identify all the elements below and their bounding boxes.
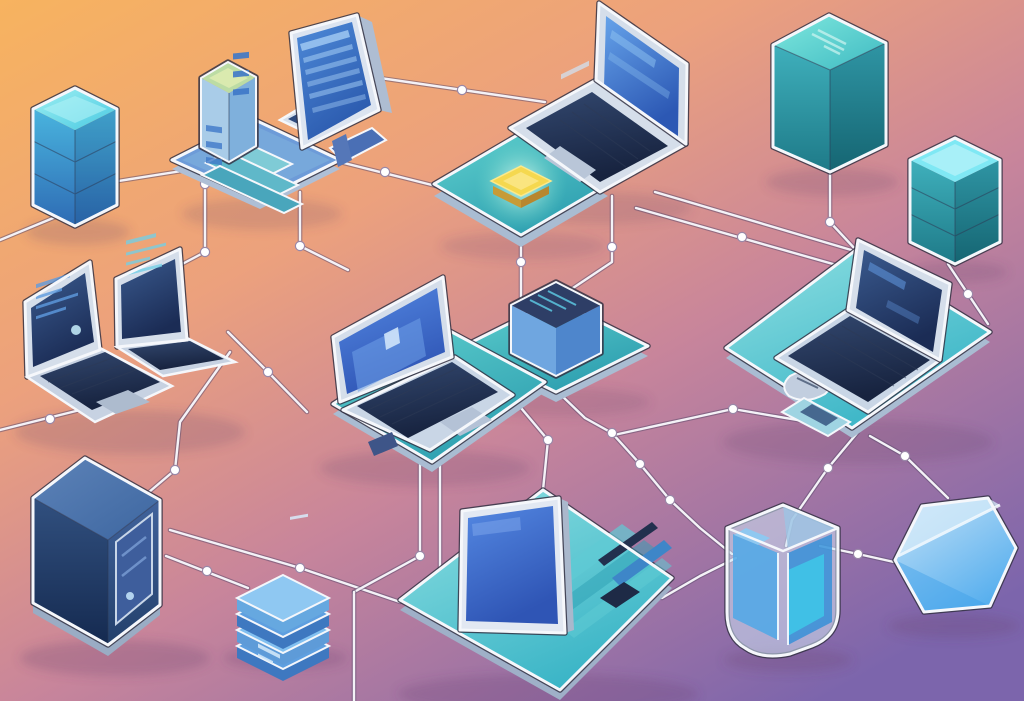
wire-node-bead xyxy=(727,403,739,415)
wire-node-bead xyxy=(201,565,213,577)
wire-node-bead xyxy=(456,84,468,96)
wire-node-bead xyxy=(899,450,911,462)
glass-hexagon xyxy=(892,495,1019,615)
network-wire xyxy=(660,556,738,600)
right-laptop xyxy=(773,237,953,415)
monitor-screen xyxy=(297,22,371,140)
wire-node-bead xyxy=(962,288,974,300)
wire-node-bead xyxy=(262,366,274,378)
glass-cube-large xyxy=(770,12,889,175)
wire-node-bead xyxy=(414,550,426,562)
stylus-tools xyxy=(598,522,672,608)
laptop-screen xyxy=(121,259,181,339)
wire-node-bead xyxy=(606,241,618,253)
wire-node-bead xyxy=(379,166,391,178)
code-lines xyxy=(36,273,78,320)
glass-server-topleft xyxy=(30,85,120,229)
server-tower xyxy=(198,51,259,166)
stack-slab-top xyxy=(234,513,332,665)
laptop-keyboard xyxy=(128,341,224,370)
laptop-keyboard xyxy=(526,92,668,182)
server-leds xyxy=(206,51,249,166)
laptop-keyboard xyxy=(788,316,930,402)
dashboard-rows xyxy=(300,30,366,113)
wire-node-bead xyxy=(736,231,748,243)
wire-node-bead xyxy=(634,458,646,470)
center-laptop xyxy=(330,274,516,456)
wire-node-bead xyxy=(294,562,306,574)
wire-node-bead xyxy=(664,494,676,506)
wire-node-bead xyxy=(294,240,306,252)
laptop-trackpad xyxy=(544,146,596,182)
display-cube-station xyxy=(461,60,651,596)
laptop-screen xyxy=(466,506,558,624)
wire-node-bead xyxy=(169,464,181,476)
network-wire xyxy=(568,194,614,292)
workstation-screen xyxy=(457,495,574,636)
wire-node-bead xyxy=(822,462,834,474)
display-cube xyxy=(508,60,604,596)
network-wire xyxy=(140,350,232,500)
network-wire xyxy=(0,406,90,432)
cube-top-icon xyxy=(811,28,847,56)
wire-node-bead xyxy=(852,548,864,560)
laptop-trackpad xyxy=(96,390,150,414)
wire-node-bead xyxy=(515,256,527,268)
code-lines xyxy=(126,233,166,276)
desktop-monitor xyxy=(288,12,392,167)
wire-node-bead xyxy=(44,413,56,425)
glowing-chip xyxy=(489,165,553,208)
wire-node-bead xyxy=(542,434,554,446)
laptop-keyboard xyxy=(40,352,160,410)
network-wire xyxy=(110,168,190,184)
laptop-screen xyxy=(856,250,942,352)
center-laptop-station xyxy=(330,274,548,472)
network-wire xyxy=(653,190,860,254)
laptop-trackpad xyxy=(440,407,492,436)
wire-node-bead xyxy=(199,246,211,258)
monitor-stand xyxy=(332,134,352,167)
accessory-tray xyxy=(780,396,852,438)
wire-node-bead xyxy=(606,427,618,439)
workstation-laptop xyxy=(397,487,675,700)
network-wires xyxy=(0,75,991,701)
glass-side-panel xyxy=(115,511,153,627)
laptop-top xyxy=(507,0,690,195)
laptop-left-front xyxy=(22,259,175,424)
open-glass-container xyxy=(724,502,841,659)
server-stack xyxy=(234,513,332,681)
wire-node-bead xyxy=(824,216,836,228)
laptop-keyboard xyxy=(357,362,498,438)
laptop-left-back xyxy=(113,233,239,378)
laptop-screen xyxy=(31,273,94,367)
server-tower-station xyxy=(169,12,392,215)
glass-server-right xyxy=(907,135,1003,267)
pc-tower xyxy=(30,455,163,656)
right-laptop-station xyxy=(723,237,993,438)
